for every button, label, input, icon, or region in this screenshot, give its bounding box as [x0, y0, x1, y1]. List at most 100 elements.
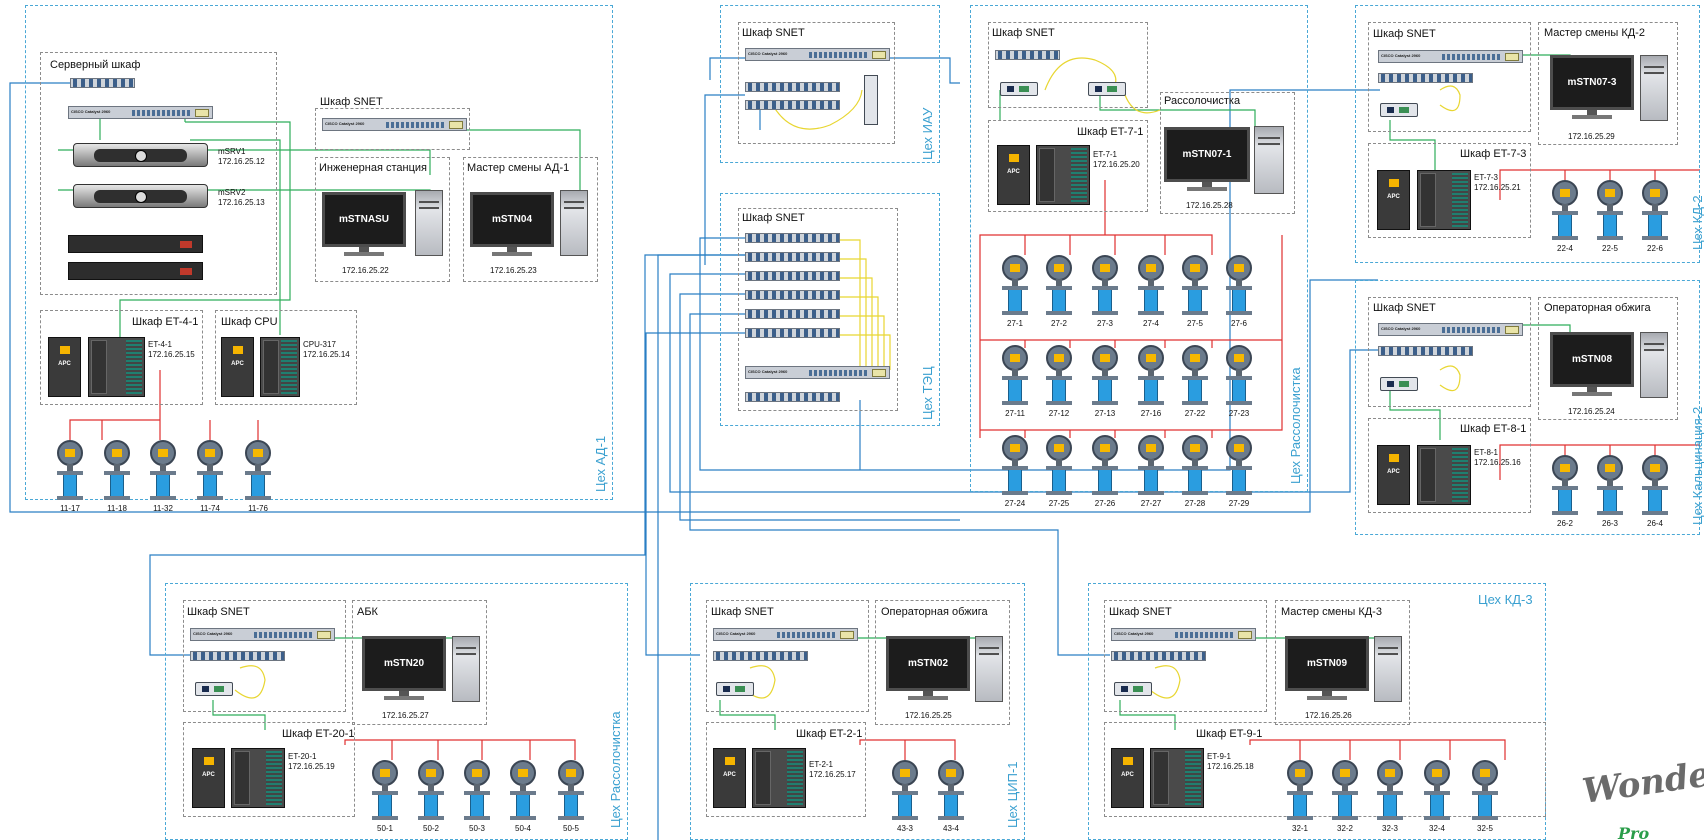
apc-et71: APC — [997, 145, 1030, 205]
apc-label: APC — [202, 772, 215, 779]
apc-label: APC — [1387, 194, 1400, 201]
cabinet-snet-kalc2-title: Шкаф SNET — [1373, 302, 1436, 314]
flowmeter-tag: 11-18 — [107, 504, 127, 513]
cabinet-snet-ad1-title: Шкаф SNET — [320, 96, 383, 108]
pc-mstn09 — [1374, 636, 1402, 702]
cabinet-et91-title: Шкаф ET-9-1 — [1196, 728, 1263, 740]
iau-switch-1 — [745, 82, 840, 92]
cabinet-op-obzhig-cip1-title: Операторная обжига — [881, 606, 988, 618]
flowmeter-icon — [1224, 255, 1254, 317]
flowmeter-tag: 22-5 — [1601, 244, 1619, 253]
rassol-converter-2 — [1088, 82, 1126, 96]
cisco-label: CISCO Catalyst 2960 — [716, 631, 756, 636]
storage-1 — [68, 235, 203, 253]
ip-mstn02: 172.16.25.25 — [905, 711, 952, 720]
cabinet-rassol-ws-title: Рассолочистка — [1164, 95, 1241, 107]
flowmeter-icon — [1470, 760, 1500, 822]
flowmeter-tag: 50-5 — [562, 824, 580, 833]
flowmeter-icon — [1044, 255, 1074, 317]
pc-mstn071 — [1254, 126, 1284, 194]
cabinet-master-kd3 — [1275, 600, 1410, 725]
flowmeter-tag: 11-17 — [60, 504, 80, 513]
cabinet-snet-rassol-title: Шкаф SNET — [992, 27, 1055, 39]
wonderware-logo-sub: Pro — [1618, 824, 1650, 840]
cabinet-server — [40, 52, 277, 295]
flowmeter-tag: 27-5 — [1186, 319, 1204, 328]
tec-switch-2 — [745, 252, 840, 262]
apc-label: APC — [1121, 772, 1134, 779]
cabinet-rassol-ws — [1160, 92, 1295, 214]
flowmeter-tag: 27-6 — [1230, 319, 1248, 328]
flowmeter-tag: 50-3 — [468, 824, 486, 833]
flowmeter-icon — [1044, 345, 1074, 407]
flowmeter-tag: 11-32 — [153, 504, 173, 513]
flowmeter-icon — [1640, 455, 1670, 517]
apc-et91: APC — [1111, 748, 1144, 808]
plc-et41 — [88, 337, 145, 397]
server-msrv1 — [73, 143, 208, 167]
flowmeter-tag: 27-26 — [1094, 499, 1116, 508]
iau-cisco-switch: CISCO Catalyst 2960 — [745, 48, 890, 61]
flowmeter-icon — [1550, 180, 1580, 242]
flowmeter-icon — [1595, 455, 1625, 517]
cabinet-snet-kd3-title: Шкаф SNET — [1109, 606, 1172, 618]
flowmeter-icon — [1640, 180, 1670, 242]
server-msrv2 — [73, 184, 208, 208]
iau-media-converter — [864, 75, 878, 125]
pc-mstnasu — [415, 190, 443, 256]
ip-mstn04: 172.16.25.23 — [490, 266, 537, 275]
tec-cisco-switch: CISCO Catalyst 2960 — [745, 366, 890, 379]
ip-mstn20: 172.16.25.27 — [382, 711, 429, 720]
cisco-label: CISCO Catalyst 2960 — [748, 369, 788, 374]
plc-et21 — [752, 748, 806, 808]
cabinet-et91 — [1104, 722, 1546, 817]
cabinet-master-ad1 — [463, 157, 598, 282]
flowmeter-tag: 27-28 — [1184, 499, 1206, 508]
cabinet-abk-title: АБК — [357, 606, 378, 618]
cabinet-snet-cip1 — [706, 600, 869, 712]
kalc2-switch — [1378, 346, 1473, 356]
cabinet-snet-tec — [738, 208, 898, 411]
cisco-label: CISCO Catalyst 2960 — [1381, 326, 1421, 331]
monitor-screen: mSTNASU — [322, 192, 406, 247]
cabinet-snet-rassol-b — [183, 600, 346, 712]
flowmeter-icon — [1000, 345, 1030, 407]
cabinet-et201 — [183, 722, 355, 817]
flowmeter-tag: 43-4 — [942, 824, 960, 833]
flowmeter-tag: 26-3 — [1601, 519, 1619, 528]
flowmeter-icon — [936, 760, 966, 822]
kalc2-converter — [1380, 377, 1418, 391]
rassol-b-cisco-switch: CISCO Catalyst 2960 — [190, 628, 335, 641]
rassol-converter-1 — [1000, 82, 1038, 96]
apc-et81: APC — [1377, 445, 1410, 505]
cabinet-et81 — [1368, 418, 1531, 513]
monitor-screen: mSTN07-3 — [1550, 55, 1634, 110]
cip1-switch — [713, 651, 808, 661]
flowmeter-tag: 27-11 — [1005, 409, 1025, 418]
flowmeter-icon — [1136, 435, 1166, 497]
cip1-cisco-switch: CISCO Catalyst 2960 — [713, 628, 858, 641]
kd3-cisco-switch: CISCO Catalyst 2960 — [1111, 628, 1256, 641]
flowmeter-icon — [1224, 435, 1254, 497]
cabinet-cpu — [215, 310, 357, 405]
flowmeter-icon — [1090, 255, 1120, 317]
flowmeter-tag: 27-16 — [1140, 409, 1162, 418]
flowmeter-icon — [1285, 760, 1315, 822]
zone-tec — [720, 193, 940, 426]
cabinet-et71-title: Шкаф ET-7-1 — [1077, 126, 1144, 138]
flowmeter-tag: 26-2 — [1556, 519, 1574, 528]
server-switch-top — [70, 78, 135, 88]
rassol-switch — [995, 50, 1060, 60]
flowmeter-icon — [195, 440, 225, 502]
flowmeter-tag: 32-1 — [1291, 824, 1309, 833]
cabinet-master-kd2 — [1538, 22, 1678, 145]
rassol-b-converter — [195, 682, 233, 696]
cabinet-snet-kd2-title: Шкаф SNET — [1373, 28, 1436, 40]
plc-et81 — [1417, 445, 1471, 505]
cisco-label: CISCO Catalyst 2960 — [1381, 53, 1421, 58]
